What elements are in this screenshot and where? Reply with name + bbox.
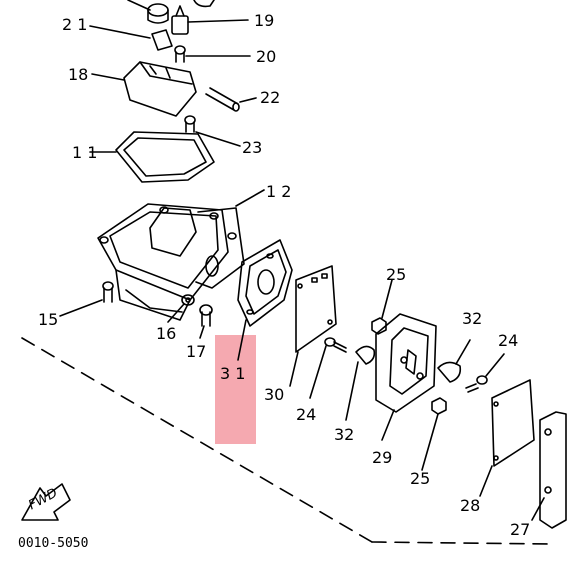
- part-24-screw-right: [465, 353, 505, 393]
- callout-12: 1 2: [266, 182, 292, 201]
- part-25-nut-bottom: [421, 397, 447, 471]
- top-cap-parts: [127, 0, 215, 24]
- part-21-clip: [89, 25, 173, 51]
- drawing-code: 0010-5050: [18, 536, 89, 551]
- part-23-screw: [184, 115, 241, 147]
- part-20-screw: [174, 45, 251, 63]
- part-32-lever-left: [345, 345, 376, 421]
- part-22-pin: [205, 87, 257, 112]
- callout-28: 28: [460, 496, 481, 515]
- part-28-plate: [479, 379, 535, 497]
- part-27-cover: [531, 411, 567, 529]
- carburetor-body: [97, 189, 265, 321]
- fwd-arrow-icon: [21, 483, 71, 521]
- callout-32-top: 32: [462, 309, 483, 328]
- callout-25-bottom: 25: [410, 469, 431, 488]
- callout-16: 16: [156, 324, 177, 343]
- callout-31: 3 1: [220, 364, 246, 383]
- dashed-frame-line-bottom: [371, 541, 553, 545]
- callout-24-right: 24: [498, 331, 519, 350]
- callout-20: 20: [256, 47, 277, 66]
- part-25-nut-top: [371, 279, 393, 335]
- part-17-screw: [199, 304, 213, 339]
- part-15-screw: [59, 281, 114, 317]
- callout-21: 2 1: [62, 15, 88, 34]
- callout-24-left: 24: [296, 405, 317, 424]
- callout-17: 17: [186, 342, 207, 361]
- callout-29: 29: [372, 448, 393, 467]
- part-31-highlight: [215, 335, 256, 444]
- part-31-gasket: [237, 239, 293, 361]
- callout-25-top: 25: [386, 265, 407, 284]
- callout-22: 22: [260, 88, 281, 107]
- part-11-gasket: [89, 131, 215, 183]
- part-32-lever-right: [437, 339, 471, 383]
- part-16-washer: [167, 294, 195, 323]
- callout-32-bottom: 32: [334, 425, 355, 444]
- callout-23: 23: [242, 138, 263, 157]
- callout-18: 18: [68, 65, 89, 84]
- callout-19: 19: [254, 11, 275, 30]
- part-30-plate: [289, 265, 337, 387]
- part-19-needle: [171, 5, 249, 35]
- callout-30: 30: [264, 385, 285, 404]
- part-29-pump-body: [375, 313, 437, 441]
- callout-27: 27: [510, 520, 531, 539]
- callout-15: 15: [38, 310, 59, 329]
- part-18-float: [91, 61, 197, 117]
- callout-11: 1 1: [72, 143, 98, 162]
- part-24-screw-left: [309, 337, 347, 399]
